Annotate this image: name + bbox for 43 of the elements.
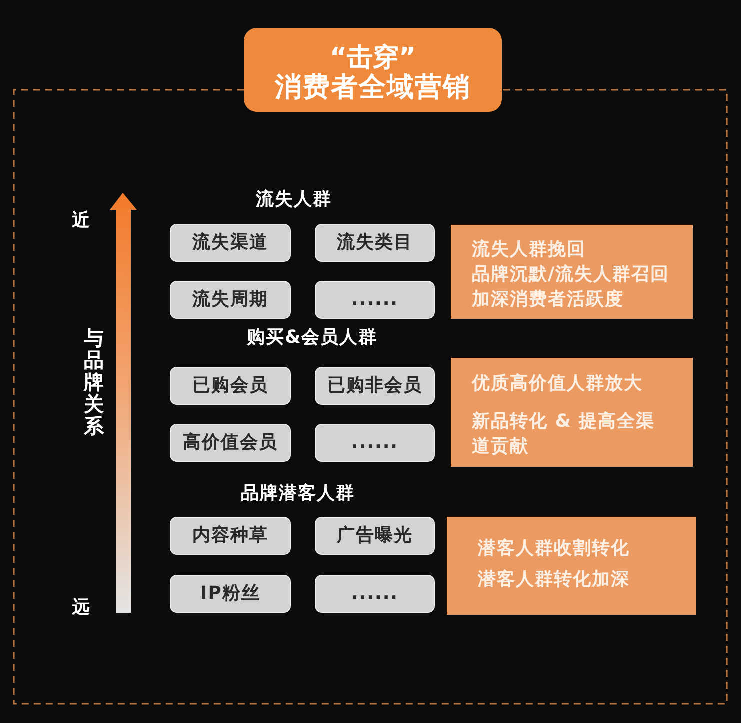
title-text: 消费者全域营销 [275,73,471,103]
goal-text: 加深消费者活跃度 [472,288,625,312]
axis-end-label: 近 [72,210,90,232]
goal-panel [451,358,693,467]
segment-label: 流失渠道 [192,232,268,254]
segment-tag [315,281,435,319]
segment-label: ...... [351,583,399,605]
group-heading: 流失人群 [256,189,332,211]
title-text: “击穿” [330,43,416,73]
segment-tag [170,424,291,462]
segment-label: ...... [351,432,399,454]
goal-text: 潜客人群转化加深 [478,568,631,592]
goal-text: 新品转化 & 提高全渠道贡献 [472,410,656,459]
segment-label: 高价值会员 [183,432,278,454]
title-banner [244,28,502,112]
group-heading: 购买&会员人群 [247,327,378,349]
segment-tag [170,575,291,613]
goal-text: 流失人群挽回 [472,238,587,262]
segment-tag [170,367,291,405]
segment-tag [170,517,291,555]
segment-tag [315,517,435,555]
segment-label: 流失周期 [192,289,268,311]
segment-tag [315,575,435,613]
segment-label: 广告曝光 [337,525,413,547]
segment-tag [315,367,435,405]
segment-label: ...... [351,289,399,311]
segment-tag [170,224,291,262]
goal-panel [451,225,693,319]
axis-label: 与品牌关系 [84,327,104,437]
goal-text: 品牌沉默/流失人群召回 [472,263,671,287]
goal-text: 潜客人群收割转化 [478,537,631,561]
segment-tag [315,224,435,262]
segment-label: IP粉丝 [200,583,260,605]
segment-tag [315,424,435,462]
segment-tag [170,281,291,319]
group-heading: 品牌潜客人群 [241,483,355,505]
segment-label: 已购非会员 [328,375,422,397]
segment-label: 内容种草 [192,525,268,547]
goal-text: 优质高价值人群放大 [472,372,644,396]
goal-panel [447,517,696,615]
segment-label: 流失类目 [337,232,413,254]
axis-end-label: 远 [72,597,90,619]
segment-label: 已购会员 [192,375,268,397]
